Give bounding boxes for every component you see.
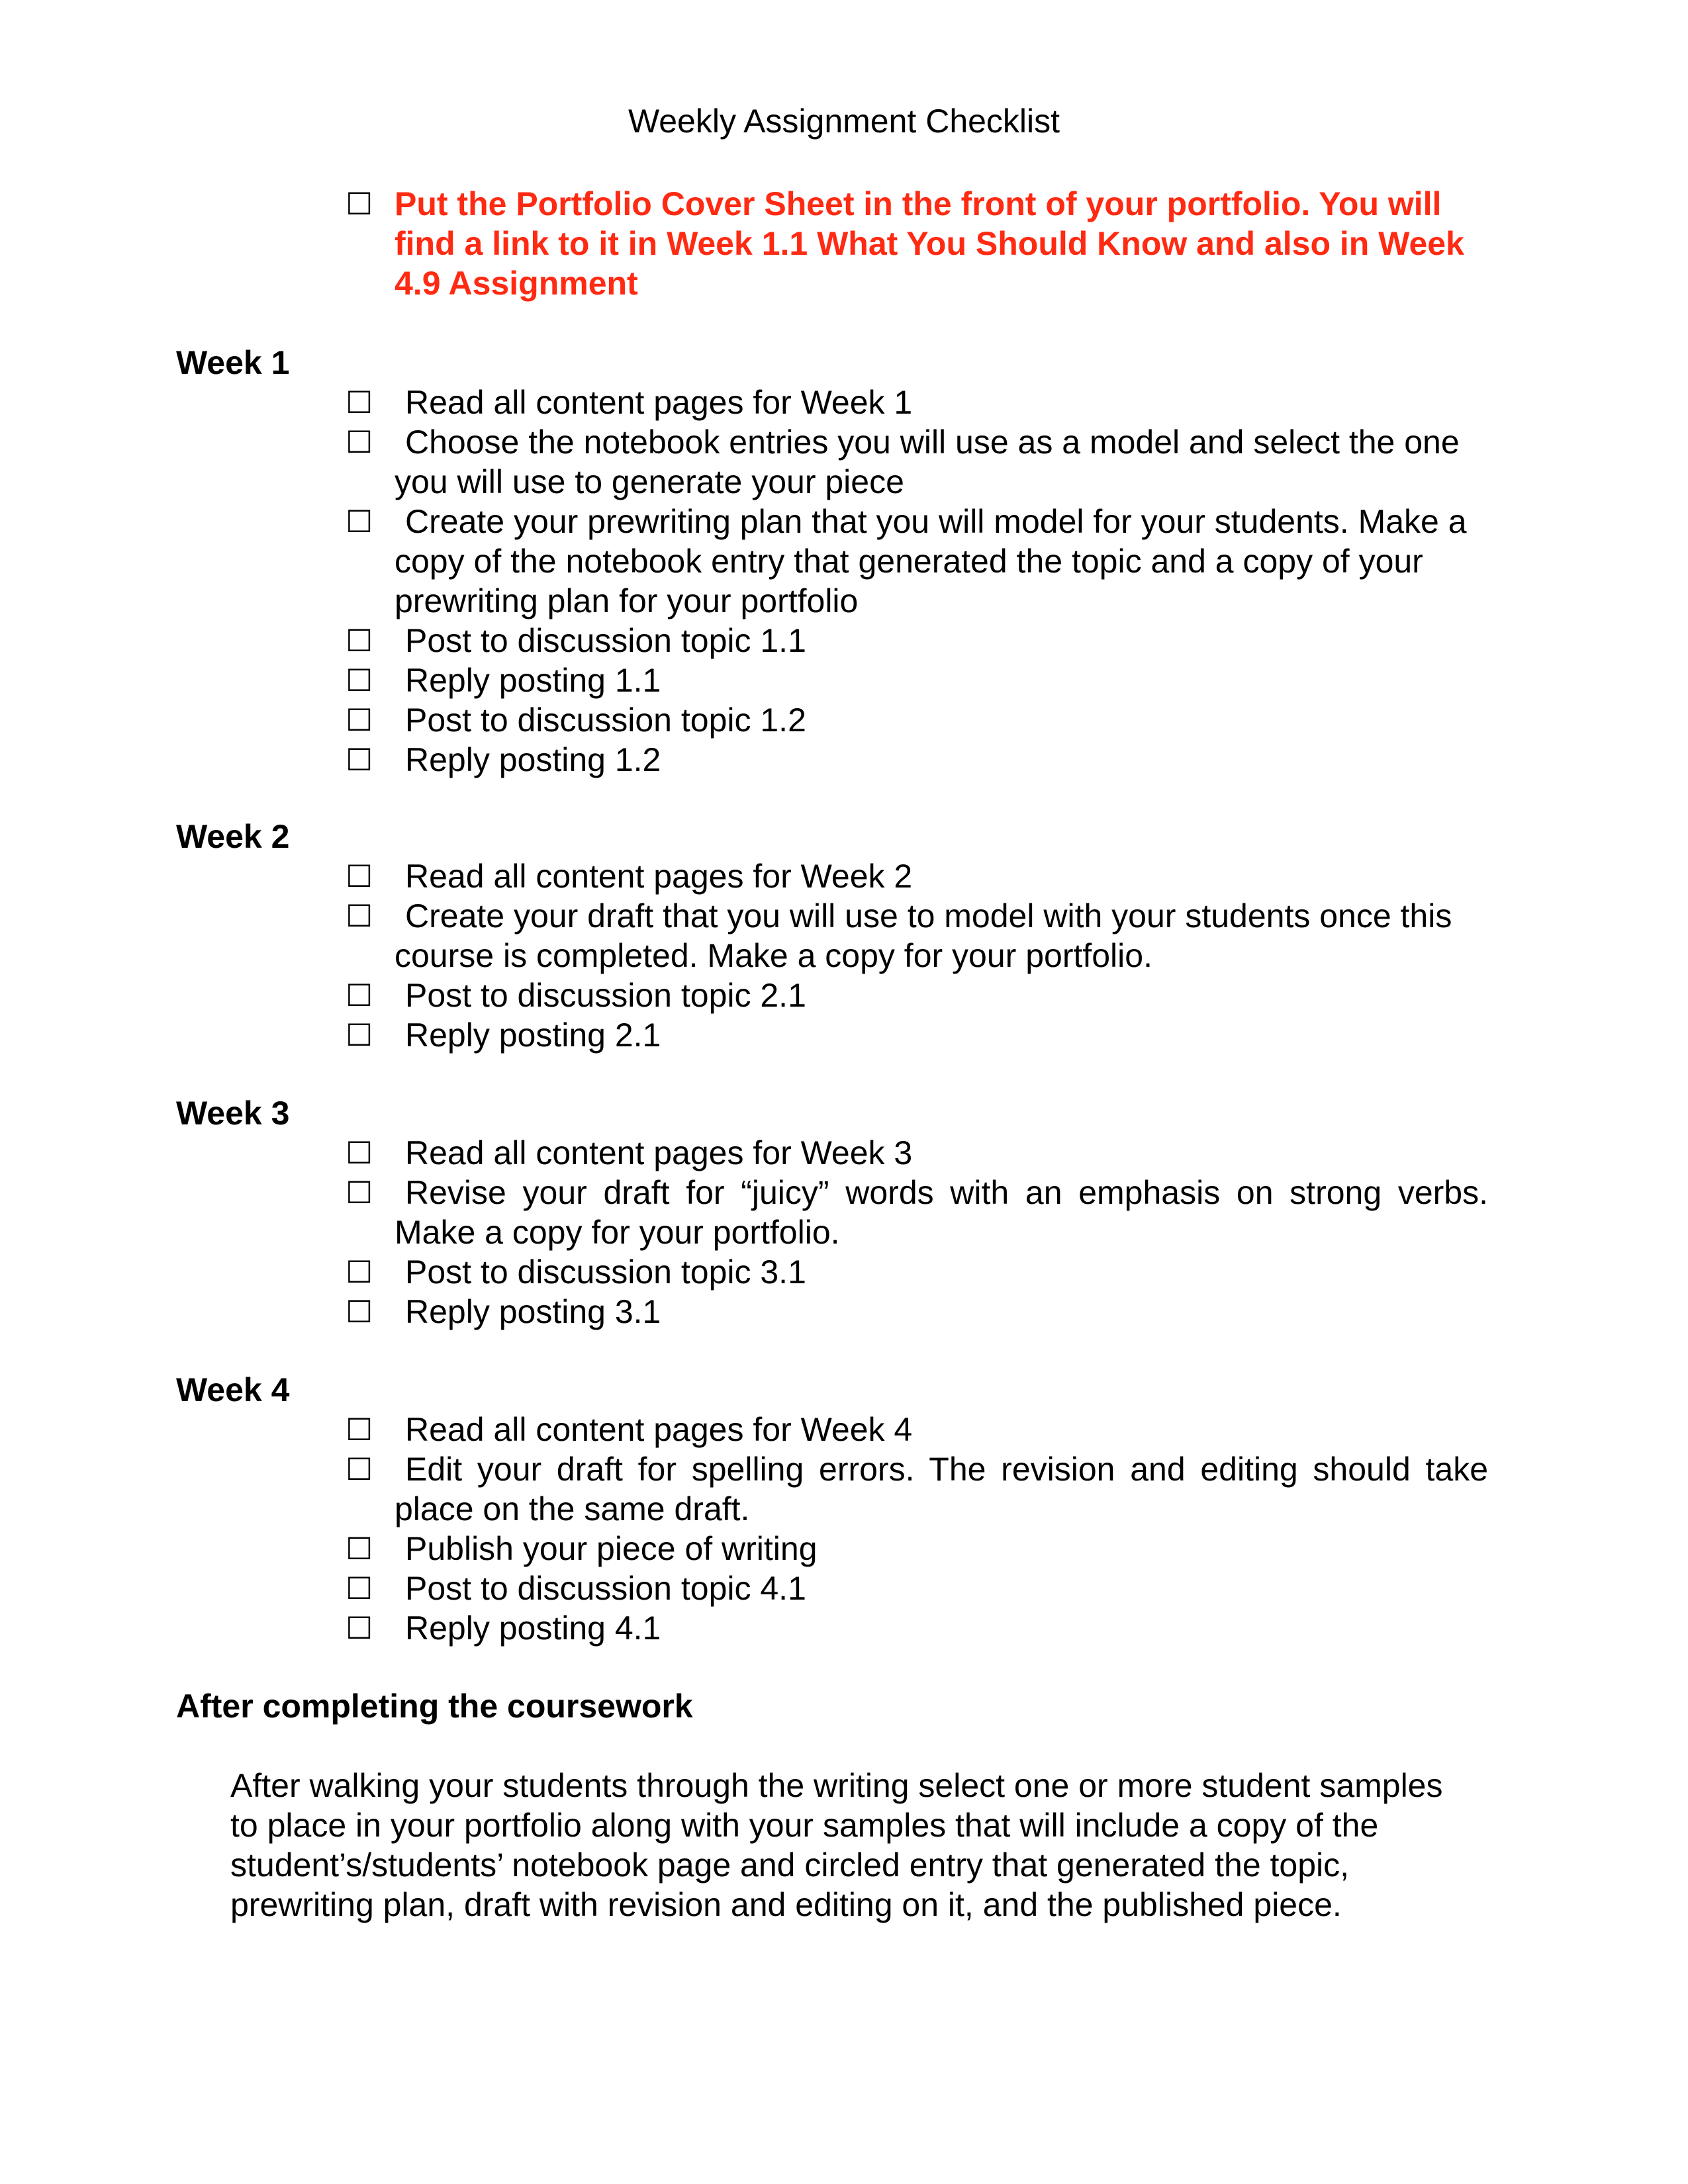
checklist-item: ☐ Publish your piece of writing xyxy=(346,1529,1488,1569)
checkbox[interactable]: ☐ xyxy=(346,425,373,459)
checkbox[interactable]: ☐ xyxy=(346,743,373,777)
week-2-checklist: ☐ Read all content pages for Week 2 ☐ Cr… xyxy=(346,856,1488,1055)
checklist-item: ☐ Post to discussion topic 4.1 xyxy=(346,1569,1488,1608)
checkbox[interactable]: ☐ xyxy=(346,1611,373,1645)
checkbox[interactable]: ☐ xyxy=(346,978,373,1013)
checkbox[interactable]: ☐ xyxy=(346,1531,373,1566)
notice-text: Put the Portfolio Cover Sheet in the fro… xyxy=(395,185,1464,302)
checklist-item-label: Create your prewriting plan that you wil… xyxy=(395,503,1467,619)
checklist-item: ☐ Read all content pages for Week 3 xyxy=(346,1133,1488,1173)
checklist-item: ☐ Reply posting 1.2 xyxy=(346,740,1488,780)
checkbox[interactable]: ☐ xyxy=(346,899,373,933)
checklist-item-label: Post to discussion topic 3.1 xyxy=(405,1253,806,1291)
checklist-item: ☐ Create your draft that you will use to… xyxy=(346,896,1488,976)
checkbox[interactable]: ☐ xyxy=(346,1412,373,1447)
checkbox[interactable]: ☐ xyxy=(346,663,373,698)
checkbox[interactable]: ☐ xyxy=(346,859,373,893)
checklist-item-label: Reply posting 2.1 xyxy=(405,1017,661,1054)
checklist-item-label: Post to discussion topic 2.1 xyxy=(405,977,806,1014)
checkbox[interactable]: ☐ xyxy=(346,385,373,420)
portfolio-cover-notice: ☐ Put the Portfolio Cover Sheet in the f… xyxy=(346,184,1484,303)
checklist-item-label: Post to discussion topic 1.1 xyxy=(405,622,806,659)
checklist-item-label: Read all content pages for Week 1 xyxy=(405,384,913,421)
checklist-item-label: Read all content pages for Week 3 xyxy=(405,1134,913,1171)
checklist-item-label: Read all content pages for Week 4 xyxy=(405,1411,913,1448)
checklist-item: ☐ Reply posting 1.1 xyxy=(346,660,1488,700)
week-1-checklist: ☐ Read all content pages for Week 1 ☐ Ch… xyxy=(346,383,1488,780)
checklist-item-label: Create your draft that you will use to m… xyxy=(395,897,1452,974)
checklist-item: ☐ Create your prewriting plan that you w… xyxy=(346,502,1488,621)
after-coursework-paragraph: After walking your students through the … xyxy=(230,1767,1443,1923)
checklist-item: ☐ Post to discussion topic 1.2 xyxy=(346,700,1488,740)
checkbox[interactable]: ☐ xyxy=(346,623,373,658)
notice-checkbox[interactable]: ☐ xyxy=(346,187,373,221)
checkbox[interactable]: ☐ xyxy=(346,1295,373,1329)
checkbox[interactable]: ☐ xyxy=(346,703,373,737)
checkbox[interactable]: ☐ xyxy=(346,1255,373,1289)
checkbox[interactable]: ☐ xyxy=(346,504,373,539)
checklist-item-label: Reply posting 4.1 xyxy=(405,1610,661,1647)
checkbox[interactable]: ☐ xyxy=(346,1018,373,1052)
checklist-item-label: Reply posting 3.1 xyxy=(405,1293,661,1330)
checklist-item-label: Reply posting 1.2 xyxy=(405,741,661,778)
week-4-heading: Week 4 xyxy=(176,1371,290,1408)
week-3-heading: Week 3 xyxy=(176,1095,290,1132)
page-title: Weekly Assignment Checklist xyxy=(628,103,1060,140)
checklist-item: ☐ Post to discussion topic 2.1 xyxy=(346,976,1488,1015)
checklist-item-label: Read all content pages for Week 2 xyxy=(405,858,913,895)
checklist-item: ☐ Revise your draft for “juicy” words wi… xyxy=(346,1173,1488,1252)
checkbox[interactable]: ☐ xyxy=(346,1571,373,1606)
checklist-item-label: Post to discussion topic 4.1 xyxy=(405,1570,806,1607)
week-4-checklist: ☐ Read all content pages for Week 4 ☐ Ed… xyxy=(346,1410,1488,1648)
checklist-item-label: Revise your draft for “juicy” words with… xyxy=(395,1174,1488,1251)
checklist-item: ☐ Reply posting 2.1 xyxy=(346,1015,1488,1055)
week-2-heading: Week 2 xyxy=(176,818,290,855)
checklist-item: ☐ Edit your draft for spelling errors. T… xyxy=(346,1449,1488,1529)
after-coursework-heading: After completing the coursework xyxy=(176,1688,693,1725)
checklist-item: ☐ Read all content pages for Week 1 xyxy=(346,383,1488,422)
checklist-item-label: Publish your piece of writing xyxy=(405,1530,818,1567)
checkbox[interactable]: ☐ xyxy=(346,1452,373,1486)
checkbox[interactable]: ☐ xyxy=(346,1136,373,1170)
checklist-item: ☐ Reply posting 3.1 xyxy=(346,1292,1488,1332)
checklist-item: ☐ Read all content pages for Week 2 xyxy=(346,856,1488,896)
checkbox[interactable]: ☐ xyxy=(346,1175,373,1210)
checklist-item-label: Edit your draft for spelling errors. The… xyxy=(395,1451,1488,1527)
week-3-checklist: ☐ Read all content pages for Week 3 ☐ Re… xyxy=(346,1133,1488,1332)
checklist-item-label: Reply posting 1.1 xyxy=(405,662,661,699)
week-1-heading: Week 1 xyxy=(176,344,290,381)
checklist-item-label: Post to discussion topic 1.2 xyxy=(405,702,806,739)
checklist-item: ☐ Choose the notebook entries you will u… xyxy=(346,422,1488,502)
checklist-item: ☐ Read all content pages for Week 4 xyxy=(346,1410,1488,1449)
checklist-item: ☐ Reply posting 4.1 xyxy=(346,1608,1488,1648)
checklist-item: ☐ Post to discussion topic 3.1 xyxy=(346,1252,1488,1292)
checklist-item: ☐ Post to discussion topic 1.1 xyxy=(346,621,1488,660)
checklist-item-label: Choose the notebook entries you will use… xyxy=(395,424,1460,500)
